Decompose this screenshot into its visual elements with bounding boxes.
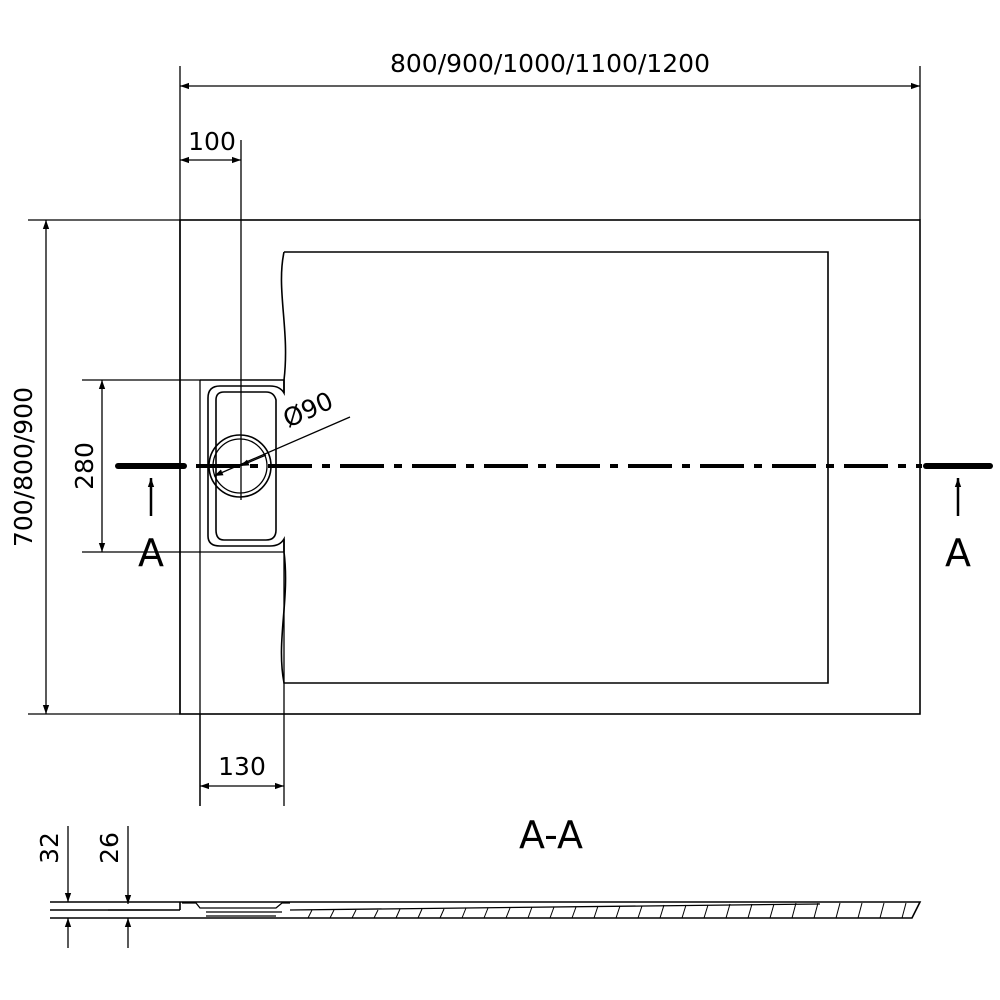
thickness-inner-label: 26 xyxy=(95,832,124,864)
section-hatching xyxy=(307,902,907,919)
drain-well xyxy=(215,391,277,541)
section-view xyxy=(50,901,922,919)
tray-inner-surface xyxy=(280,251,829,684)
dimension-overall-height: 700/800/900 xyxy=(9,220,50,714)
overall-width-label: 800/900/1000/1100/1200 xyxy=(390,49,710,78)
dimension-drain-diameter: Ø90 xyxy=(213,386,351,477)
dimension-drain-offset: 100 xyxy=(180,127,241,164)
dimension-overall-width: 800/900/1000/1100/1200 xyxy=(180,49,920,90)
dimension-channel-height: 280 xyxy=(70,380,106,552)
section-drain-recess xyxy=(182,902,290,917)
overall-height-label: 700/800/900 xyxy=(9,387,38,547)
section-marker-right: A xyxy=(945,531,971,575)
section-title: A-A xyxy=(519,813,583,857)
drain-offset-label: 100 xyxy=(188,127,236,156)
section-marker-left: A xyxy=(138,531,164,575)
drain-channel-frame xyxy=(200,379,285,552)
dimension-thickness-inner: 26 xyxy=(95,826,150,948)
section-slope xyxy=(289,903,821,911)
section-cut-line: A A xyxy=(115,463,993,575)
channel-height-label: 280 xyxy=(70,442,99,490)
channel-width-label: 130 xyxy=(218,752,266,781)
dimension-thickness-total: 32 xyxy=(35,826,72,948)
dimension-channel-width: 130 xyxy=(200,752,284,790)
plan-view xyxy=(28,66,921,806)
thickness-total-label: 32 xyxy=(35,832,64,864)
